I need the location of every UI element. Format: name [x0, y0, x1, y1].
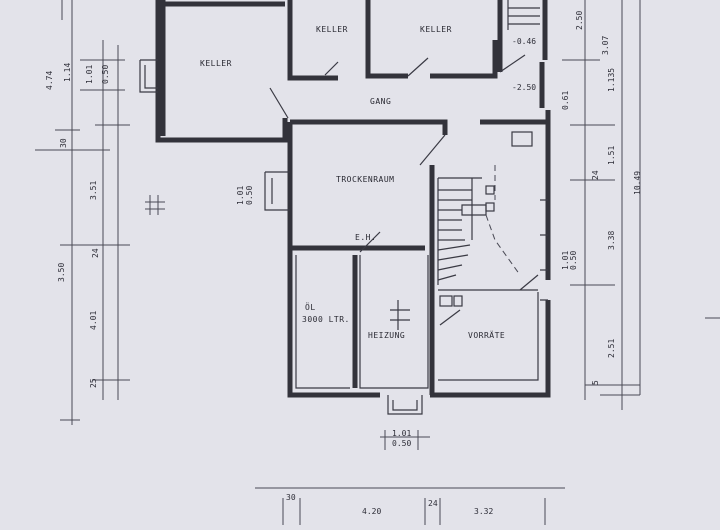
dim-left-small-c: 0.50: [101, 65, 110, 84]
dim-right-small-b: 5: [591, 380, 600, 385]
label-keller-left: KELLER: [200, 59, 232, 68]
walls: [139, 0, 551, 415]
label-trockenraum: TROCKENRAUM: [336, 175, 394, 184]
dim-inner-d: 1.01: [561, 251, 570, 270]
dim-left-inner-bottom: 25: [89, 378, 98, 388]
symbols: [390, 131, 533, 330]
dim-left-inner-low: 4.01: [89, 311, 98, 330]
dim-left-small-b: 1.01: [85, 65, 94, 84]
label-heizung: HEIZUNG: [368, 331, 405, 340]
left-dimension-chains: [35, 0, 165, 425]
dim-left-inner-top: 1.14: [63, 63, 72, 82]
dim-south-window-b: 0.50: [392, 439, 411, 448]
right-dimension-chains: [562, 0, 720, 410]
label-oel-capacity: 3000 LTR.: [302, 315, 350, 324]
dim-right-small-a: 24: [591, 170, 600, 180]
dim-inner-c: 0.61: [561, 91, 570, 110]
dim-bottom-b: 4.20: [362, 507, 381, 516]
label-oel: ÖL: [305, 302, 316, 312]
dim-left-inner-mid: 24: [91, 248, 100, 258]
dim-right-a: 2.50: [575, 11, 584, 30]
bottom-dimension-chain: [255, 430, 565, 525]
staircase: [437, 0, 540, 285]
label-keller-right: KELLER: [420, 25, 452, 34]
dim-inner-b: -2.50: [512, 83, 536, 92]
dim-bottom-c: 24: [428, 499, 438, 508]
dim-left-small-a: 30: [59, 138, 68, 148]
dim-right-f: 2.51: [607, 339, 616, 358]
dim-south-window-a: 1.01: [392, 429, 411, 438]
dim-bottom-a: 30: [286, 493, 296, 502]
dim-left-outer-bottom: 3.50: [57, 263, 66, 282]
dim-window-b: 0.50: [245, 186, 254, 205]
dim-right-c: 1.135: [607, 68, 616, 92]
room-labels: KELLER KELLER KELLER GANG TROCKENRAUM E.…: [200, 25, 505, 340]
doors: [269, 54, 539, 326]
dim-inner-e: 0.50: [569, 251, 578, 270]
dimension-labels: 4.74 3.51 3.50 1.14 24 4.01 25 30 1.01 0…: [45, 11, 642, 516]
dim-right-b: 3.07: [601, 36, 610, 55]
label-vorrate: VORRÄTE: [468, 330, 505, 340]
dim-window-a: 1.01: [236, 186, 245, 205]
label-keller-mid: KELLER: [316, 25, 348, 34]
dim-left-outer-mid: 3.51: [89, 181, 98, 200]
dim-right-d: 1.51: [607, 146, 616, 165]
dim-right-e: 3.38: [607, 231, 616, 250]
dim-right-total: 10.49: [633, 171, 642, 195]
dim-bottom-d: 3.32: [474, 507, 493, 516]
dim-inner-a: -0.46: [512, 37, 536, 46]
label-gang: GANG: [370, 97, 391, 106]
label-eh: E.H.: [355, 233, 376, 242]
dim-left-outer-top: 4.74: [45, 71, 54, 90]
